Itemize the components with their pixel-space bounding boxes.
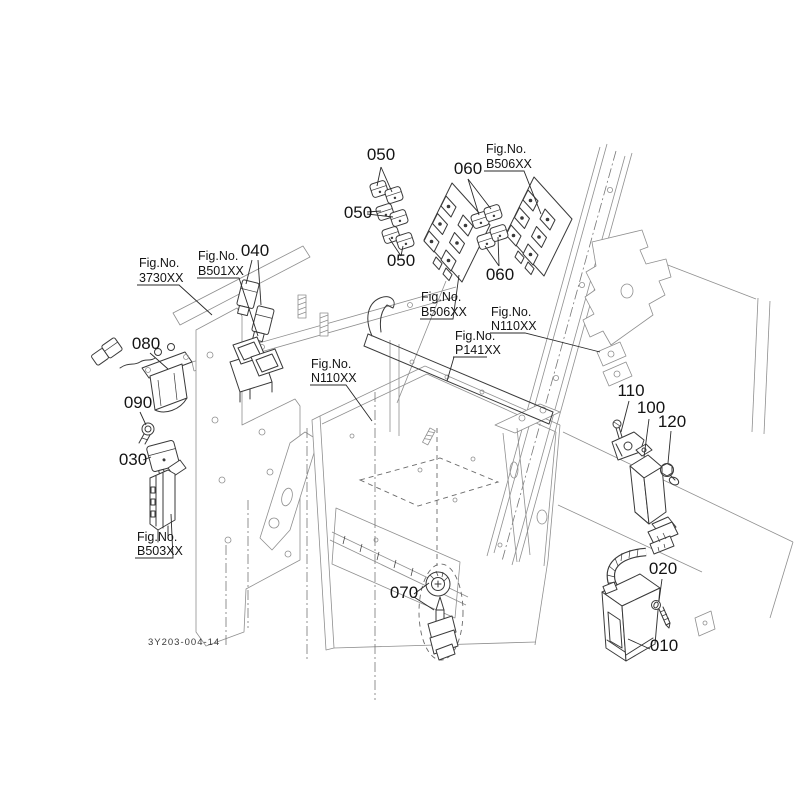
relay-cover: [369, 180, 389, 198]
part-label-020: 020: [649, 559, 677, 578]
fuse-box-right: [505, 176, 573, 277]
part-label-040: 040: [241, 241, 269, 260]
sensor-070: [427, 596, 459, 661]
part-label-060-a: 060: [454, 159, 482, 178]
svg-text:Fig.No.: Fig.No.: [137, 530, 177, 544]
svg-text:Fig.No.: Fig.No.: [311, 357, 351, 371]
fig-label-b501: Fig.No. B501XX: [198, 249, 245, 278]
svg-text:P141XX: P141XX: [455, 343, 502, 357]
screw-110: [612, 419, 623, 439]
harness-connector-010: [647, 516, 679, 555]
connector-080: [91, 337, 156, 369]
starter-solenoid-080: [141, 343, 193, 413]
fig-label-b506-mid: Fig.No. B506XX: [421, 290, 468, 319]
controller-010: [601, 573, 661, 662]
relay-cover: [489, 224, 509, 242]
svg-text:Fig.No.: Fig.No.: [491, 305, 531, 319]
part-label-070: 070: [390, 583, 418, 602]
part-label-080: 080: [132, 334, 160, 353]
part-label-030: 030: [119, 450, 147, 469]
part-label-050-c: 050: [387, 251, 415, 270]
relay-holder-b501: [229, 336, 284, 403]
relay-cover: [395, 232, 415, 250]
part-label-010: 010: [650, 636, 678, 655]
part-label-090: 090: [124, 393, 152, 412]
svg-text:Fig.No.: Fig.No.: [455, 329, 495, 343]
relay-cover: [476, 232, 496, 250]
frame-beam-p141: [363, 296, 554, 446]
svg-text:B506XX: B506XX: [421, 305, 468, 319]
relay-cover: [381, 226, 401, 244]
screw-020: [651, 600, 671, 629]
part-label-060-b: 060: [486, 265, 514, 284]
svg-text:N110XX: N110XX: [311, 371, 357, 385]
leader-lines: [135, 166, 672, 650]
part-label-110: 110: [617, 381, 644, 400]
frame-bar-right: [486, 143, 633, 566]
drawing-number: 3Y203-004-14: [148, 637, 220, 648]
bolt-120: [660, 463, 680, 486]
switch-040-b: [251, 305, 275, 343]
part-label-050-b: 050: [344, 203, 372, 222]
svg-text:Fig.No.: Fig.No.: [486, 142, 526, 156]
relay-cover: [470, 211, 490, 229]
svg-text:B501XX: B501XX: [198, 264, 245, 278]
fig-label-b503: Fig.No. B503XX: [137, 530, 184, 558]
part-label-100: 100: [637, 398, 665, 417]
switch-040-a: [236, 279, 260, 317]
svg-text:Fig.No.: Fig.No.: [198, 249, 238, 263]
relay-cover: [483, 204, 503, 222]
part-label-120: 120: [658, 412, 686, 431]
svg-text:N110XX: N110XX: [491, 319, 537, 333]
bracket-notched: [582, 229, 672, 387]
fig-label-p141: Fig.No. P141XX: [455, 329, 502, 357]
fig-label-b506-top: Fig.No. B506XX: [486, 142, 533, 171]
svg-text:B506XX: B506XX: [486, 157, 533, 171]
screw-090: [138, 422, 155, 445]
svg-text:B503XX: B503XX: [137, 544, 184, 558]
relay-cover: [384, 186, 404, 204]
svg-text:Fig.No.: Fig.No.: [421, 290, 461, 304]
svg-text:Fig.No.: Fig.No.: [139, 256, 179, 270]
boundary-070: [418, 563, 464, 661]
fig-label-n110-right: Fig.No. N110XX: [491, 305, 537, 333]
fig-label-n110-left: Fig.No. N110XX: [311, 357, 357, 385]
relay-cover: [389, 209, 409, 227]
fig-label-3730: Fig.No. 3730XX: [139, 256, 184, 285]
part-label-050-a: 050: [367, 145, 395, 164]
holder-b503: [149, 459, 187, 543]
fuse-box-left: [423, 182, 491, 283]
bracket-110: [611, 431, 645, 461]
grommet-070: [425, 570, 451, 597]
flasher-unit-100: [629, 443, 667, 525]
svg-text:3730XX: 3730XX: [139, 271, 184, 285]
frame-right-panel: [557, 261, 794, 637]
